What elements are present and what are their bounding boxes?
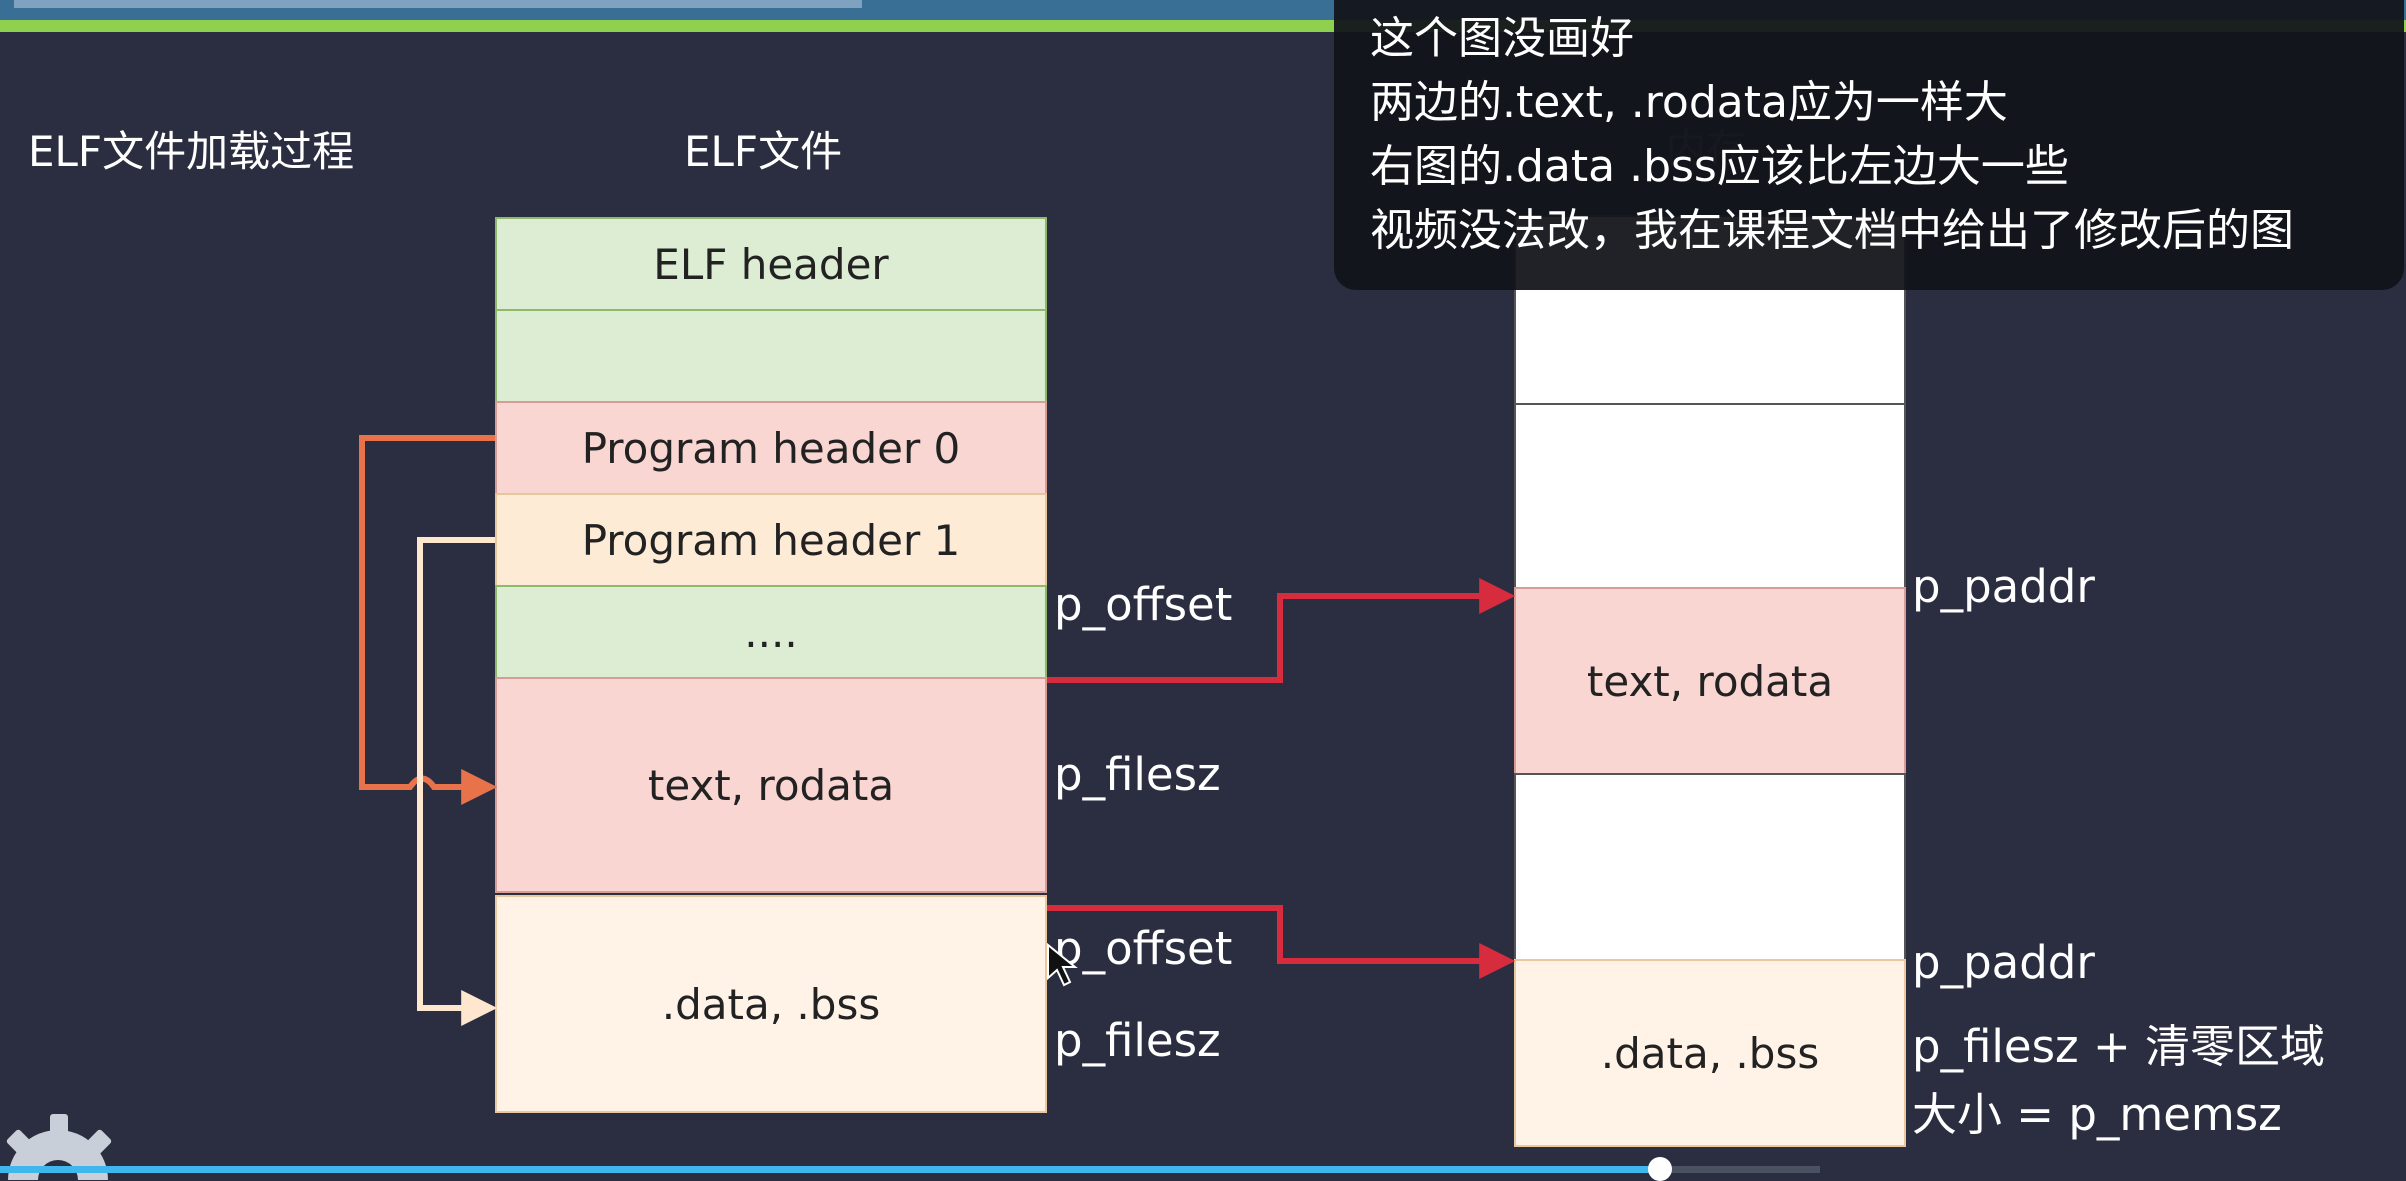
file-data-bss-block: .data, .bss [495,895,1047,1113]
arrow-ph1-to-data [417,537,498,1026]
file-text-rodata-block: text, rodata [495,677,1047,893]
p-filesz-plus-label: p_filesz + 清零区域 [1912,1020,2325,1073]
memory-blank-2 [1514,403,1906,589]
arrow-data-to-memory [1047,905,1516,979]
p-paddr-label-1: p_paddr [1912,560,2095,613]
memory-text-rodata-block: text, rodata [1514,587,1906,775]
p-memsz-label: 大小 = p_memsz [1912,1088,2282,1141]
overlay-line-4: 视频没法改，我在课程文档中给出了修改后的图 [1370,205,2294,256]
memory-blank-3 [1514,773,1906,961]
blank-block [495,309,1047,403]
progress-fill [0,1166,1660,1173]
p-filesz-label-2: p_filesz [1054,1014,1221,1067]
arrow-text-to-memory [1047,578,1516,683]
overlay-line-3: 右图的.data .bss应该比左边大一些 [1370,141,2069,192]
p-offset-label-2: p_offset [1054,922,1233,975]
progress-knob[interactable] [1648,1157,1672,1181]
p-paddr-label-2: p_paddr [1912,936,2095,989]
program-header-1-block: Program header 1 [495,493,1047,587]
p-offset-label-1: p_offset [1054,578,1233,631]
program-header-0-block: Program header 0 [495,401,1047,495]
top-title-strip [14,0,862,8]
memory-data-bss-block: .data, .bss [1514,959,1906,1147]
ellipsis-block: .... [495,585,1047,679]
diagram-title: ELF文件加载过程 [28,127,355,176]
overlay-line-1: 这个图没画好 [1370,13,1634,64]
overlay-line-2: 两边的.text, .rodata应为一样大 [1370,77,2008,128]
file-title: ELF文件 [684,127,843,176]
arrow-ph0-to-text [359,435,498,805]
mouse-cursor-icon [1047,942,1078,987]
annotation-overlay [1334,0,2404,290]
p-filesz-label-1: p_filesz [1054,748,1221,801]
